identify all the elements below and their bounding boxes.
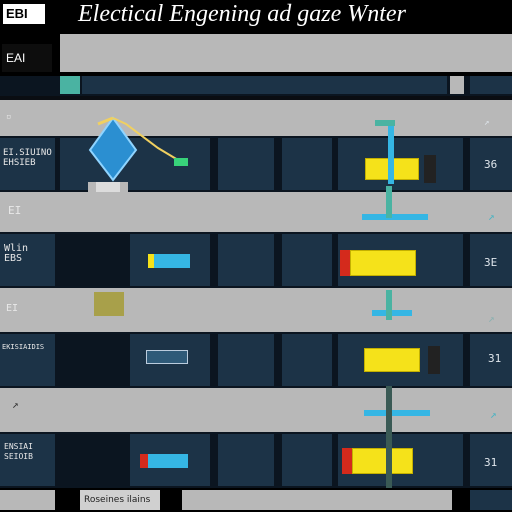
row-3-tick: ↗ xyxy=(488,210,495,223)
row-2-label: EI.SIUINO EHSIEB xyxy=(3,148,52,168)
progress-bar-4[interactable] xyxy=(352,448,413,474)
row0-gray xyxy=(450,76,464,94)
footer-label[interactable]: Roseines ilains xyxy=(80,490,160,510)
row-3-label: EI xyxy=(8,204,22,217)
cyan-line-2 xyxy=(372,310,412,316)
bar-4-red-cap xyxy=(342,448,352,474)
row-8-label: ENSIAI SEIOIB xyxy=(4,442,33,461)
chip-2-red xyxy=(140,454,148,468)
row-8-label-cell xyxy=(0,434,55,486)
bar-2-red-cap xyxy=(340,250,350,276)
row-5-gray xyxy=(0,288,512,332)
slider-handle-1[interactable] xyxy=(375,120,395,126)
row-8-cell-b[interactable] xyxy=(218,434,274,486)
bar-3-cap xyxy=(428,346,440,374)
progress-bar-3[interactable] xyxy=(364,348,420,372)
row-7-gray xyxy=(0,388,512,432)
row-6-cell-b[interactable] xyxy=(218,334,274,386)
footer-right-cell xyxy=(470,490,512,510)
row0-dark xyxy=(82,76,447,94)
cyan-line-3 xyxy=(364,410,430,416)
row-2-label-cell xyxy=(0,138,55,190)
slider-stem-2[interactable] xyxy=(386,186,392,218)
row-2-cell-b[interactable] xyxy=(218,138,274,190)
diamond-node-icon[interactable] xyxy=(78,110,198,190)
teal-marker xyxy=(60,76,80,94)
header-tab[interactable]: EAI xyxy=(2,44,52,72)
row-5-label: EI xyxy=(6,303,19,314)
row0-dark-end xyxy=(470,76,512,94)
row-1-tick: ↗ xyxy=(484,118,490,128)
row-4-label-cell xyxy=(0,234,55,286)
slider-stem-3[interactable] xyxy=(386,290,392,320)
cyan-chip-1-mark xyxy=(148,254,154,268)
row-2-num: 36 xyxy=(484,158,498,171)
cyan-chip-2[interactable] xyxy=(148,454,188,468)
footer-left-cell xyxy=(0,490,55,510)
row-6-cell-e[interactable] xyxy=(470,334,512,386)
row-6-label-cell xyxy=(0,334,55,386)
row-4-cell-b[interactable] xyxy=(218,234,274,286)
row-1-gray xyxy=(0,100,512,136)
row-4-cell-c[interactable] xyxy=(282,234,332,286)
footer-gray-bar xyxy=(182,490,452,510)
row-1-marker: ▫ xyxy=(6,112,12,122)
progress-bar-2[interactable] xyxy=(350,250,416,276)
window-title: Electical Engening ad gaze Wnter xyxy=(78,1,406,27)
row-4-num: 3E xyxy=(484,256,498,269)
row-6-cell-c[interactable] xyxy=(282,334,332,386)
row-6-num: 31 xyxy=(488,352,502,365)
bar-1-cap xyxy=(424,155,436,183)
row-8-cell-e[interactable] xyxy=(470,434,512,486)
cyan-line-1 xyxy=(362,214,428,220)
row-2-cell-e[interactable] xyxy=(470,138,512,190)
row-7-tick-left: ↗ xyxy=(12,398,19,411)
header-gray-bar xyxy=(60,34,512,72)
title-bar: EBI Electical Engening ad gaze Wnter xyxy=(0,0,512,30)
row-7-tick: ↗ xyxy=(490,408,497,421)
app-badge[interactable]: EBI xyxy=(3,4,45,24)
row-4-cell-e[interactable] xyxy=(470,234,512,286)
row-8-cell-c[interactable] xyxy=(282,434,332,486)
cyan-chip-1[interactable] xyxy=(150,254,190,268)
olive-block xyxy=(94,292,124,316)
row-6-label: EKISIAIDIS xyxy=(2,343,45,351)
slider-stem-4[interactable] xyxy=(386,386,392,504)
row-3-gray xyxy=(0,192,512,232)
row-5-tick: ↗ xyxy=(488,312,495,325)
row-4-label: Wlin EBS xyxy=(4,243,29,264)
row-8-num: 31 xyxy=(484,456,498,469)
chart-arrow-icon[interactable] xyxy=(146,350,188,364)
slider-stem-1[interactable] xyxy=(388,122,394,184)
row-2-cell-c[interactable] xyxy=(282,138,332,190)
